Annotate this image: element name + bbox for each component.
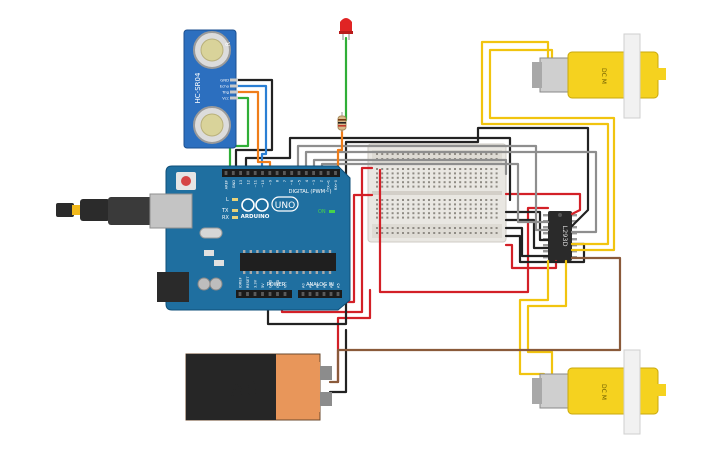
battery-9v[interactable]: 9V [185, 353, 332, 421]
power-pin-label: RESET [246, 276, 250, 288]
dc-motor-top[interactable]: DC M [532, 33, 666, 119]
power-header [236, 290, 292, 298]
sensor-corner: R [225, 42, 232, 46]
power-pin-label: 5V [261, 283, 265, 288]
wire-yellow-motor2-a [518, 259, 550, 376]
red-led[interactable] [339, 18, 353, 40]
wire-black-gnd-power [266, 126, 590, 326]
motor-top-label: DC M [600, 68, 607, 84]
wire-black-driver-a [504, 210, 550, 242]
sensor-model: HC-SR04 [194, 72, 202, 103]
analog-pin-label: A4 [330, 283, 334, 288]
analog-pin-label: A2 [316, 283, 320, 288]
power-pin-label: Vin [284, 282, 288, 288]
breadboard-holes [376, 153, 498, 234]
digital-pin-label: 8 [276, 179, 280, 182]
arduino-logo: ARDUINO UNO [241, 196, 299, 220]
wire-yellow-motor1-b [488, 48, 616, 252]
digital-pin-label: ~10 [261, 179, 265, 187]
atmega-chip [240, 253, 336, 271]
sensor-pin-label: Vcc [222, 96, 229, 101]
power-pin-label: IOREF [239, 277, 243, 288]
usb-port [149, 193, 193, 229]
digital-pin-label: TX→1 [327, 180, 331, 191]
breadboard[interactable] [367, 143, 507, 243]
digital-pin-label: 7 [283, 180, 287, 182]
wire-black-driver-c [504, 226, 550, 258]
digital-label: DIGITAL (PWM~) [288, 189, 331, 195]
sensor-pin-label: GND [220, 78, 229, 83]
power-pin-label: GND [276, 280, 280, 288]
digital-pin-label: 4 [305, 179, 309, 182]
wire-black-driver-b [504, 218, 550, 250]
rx-label: RX [222, 215, 229, 221]
wire-brown-battery [328, 256, 622, 384]
digital-pin-label: AREF [225, 180, 229, 189]
wire-gnd-sensor [234, 78, 274, 174]
tx-label: TX [221, 208, 229, 214]
wire-red-driver-a [504, 192, 582, 216]
digital-pin-label: ~6 [290, 179, 294, 185]
wire-red-rail [378, 168, 550, 294]
dc-motor-bottom[interactable]: DC M [532, 349, 666, 435]
model-text: UNO [275, 201, 295, 211]
analog-pin-label: A5 [337, 283, 341, 288]
analog-pin-label: A1 [309, 283, 313, 288]
analog-pin-label: A0 [302, 283, 306, 288]
wire-green-vcc [228, 96, 250, 174]
digital-pin-label: ~9 [268, 179, 272, 185]
wire-orange-trig [234, 90, 272, 174]
power-jack [157, 272, 189, 302]
wires [228, 36, 622, 394]
crystal [199, 227, 223, 239]
digital-pin-label: 12 [246, 180, 250, 185]
digital-pin-label: RX←0 [334, 179, 338, 190]
atmega-pins [243, 250, 332, 274]
wire-gray-pin-b [304, 150, 598, 234]
analog-header [298, 290, 342, 298]
wire-black-gnd-top [244, 136, 512, 202]
on-label: ON [318, 209, 326, 215]
wire-yellow-motor1-a [480, 40, 610, 246]
sensor-pin-label: Trig [221, 90, 229, 95]
sensor-pin-label: Echo [220, 84, 230, 89]
digital-pin-label: ~3 [312, 180, 316, 185]
l-label: L [226, 197, 229, 203]
motor-driver-chip[interactable]: L293D [543, 211, 577, 261]
digital-pin-label: GND [232, 180, 236, 188]
analog-label: ANALOG IN [306, 282, 334, 288]
digital-pin-label: ~11 [254, 180, 258, 188]
wire-blue-echo [234, 84, 268, 174]
analog-pin-label: A3 [323, 283, 327, 288]
digital-pin-label: 13 [239, 180, 243, 185]
wire-yellow-motor2-b [526, 259, 568, 376]
battery-label: 9V [230, 377, 257, 401]
power-pin-label: GND [269, 280, 273, 288]
wire-red-driver-b [504, 243, 558, 270]
wire-gray-pin-a [296, 144, 550, 232]
resistor[interactable] [337, 112, 347, 132]
motor-bottom-label: DC M [600, 384, 607, 400]
digital-pin-label: 2 [319, 180, 323, 182]
logo-text: ARDUINO [241, 214, 270, 220]
wire-orange-led [336, 128, 344, 174]
power-label: POWER [267, 282, 286, 288]
digital-header [222, 169, 340, 177]
power-pin-label: 3.3V [254, 279, 258, 288]
digital-pin-label: ~5 [298, 180, 302, 185]
chip-label: L293D [561, 225, 569, 246]
